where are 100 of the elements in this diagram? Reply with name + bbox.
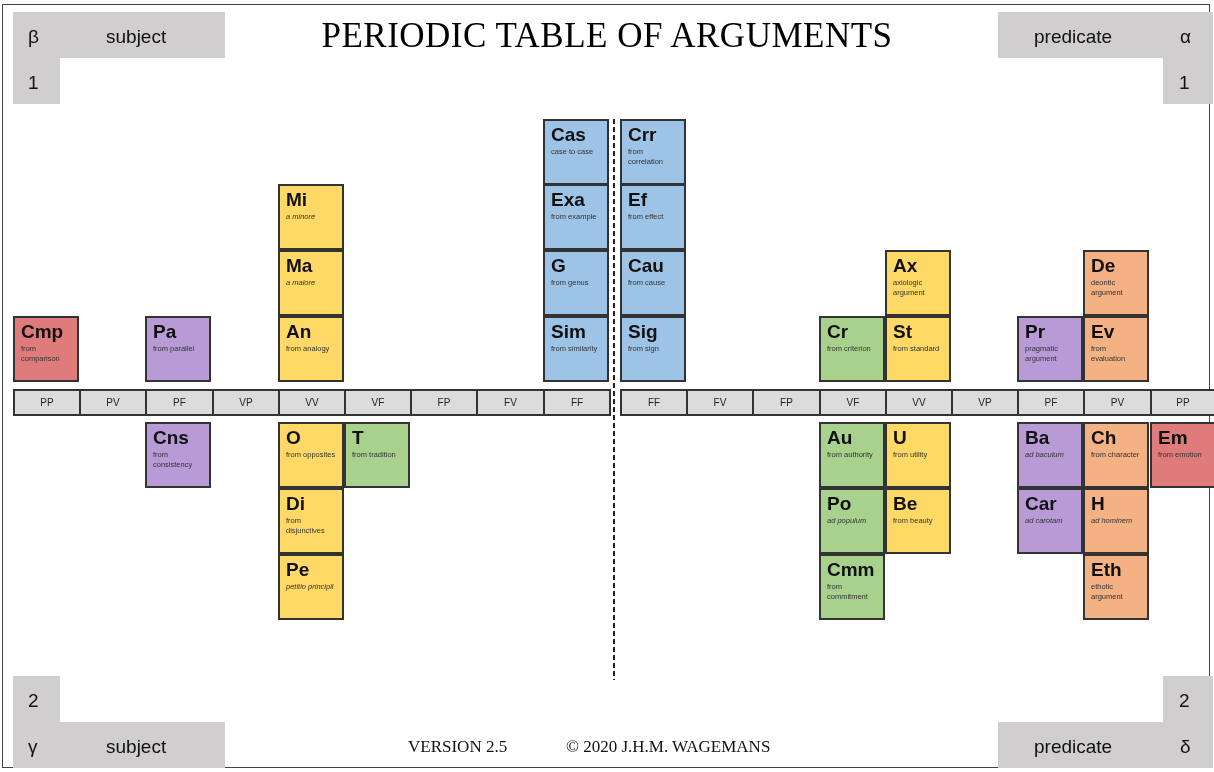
element-symbol: Cmm xyxy=(827,559,875,580)
element-tile xyxy=(885,250,951,316)
corner-label: subject xyxy=(106,27,167,46)
element-tile xyxy=(278,250,344,316)
element-symbol: Crr xyxy=(628,124,657,145)
copyright-text: © 2020 J.H.M. WAGEMANS xyxy=(566,738,771,755)
element-tile xyxy=(278,316,344,382)
quadrant-number: 1 xyxy=(1179,73,1190,92)
version-text: VERSION 2.5 xyxy=(408,738,508,755)
axis-cell: VP xyxy=(212,389,280,416)
element-symbol: Ev xyxy=(1091,321,1115,342)
element-symbol: Po xyxy=(827,493,852,514)
element-symbol: Ch xyxy=(1091,427,1117,448)
element-symbol: Em xyxy=(1158,427,1188,448)
axis-cell: PV xyxy=(79,389,147,416)
element-symbol: H xyxy=(1091,493,1105,514)
element-symbol: G xyxy=(551,255,566,276)
element-symbol: Car xyxy=(1025,493,1057,514)
element-tile xyxy=(620,119,686,185)
element-symbol: Sig xyxy=(628,321,658,342)
element-tile xyxy=(1017,488,1083,554)
element-symbol: Pa xyxy=(153,321,177,342)
axis-cell: FV xyxy=(686,389,754,416)
corner-letter: γ xyxy=(28,737,38,756)
axis-cell: PV xyxy=(1083,389,1152,416)
axis-cell: PP xyxy=(1150,389,1214,416)
element-tile xyxy=(1083,250,1149,316)
element-tile xyxy=(278,554,344,620)
element-symbol: St xyxy=(893,321,912,342)
corner-label: subject xyxy=(106,737,167,756)
axis-cell: FF xyxy=(543,389,611,416)
element-tile xyxy=(13,316,79,382)
element-symbol: Au xyxy=(827,427,853,448)
element-symbol: Cmp xyxy=(21,321,64,342)
element-tile xyxy=(819,554,885,620)
element-tile xyxy=(620,250,686,316)
element-tile xyxy=(344,422,410,488)
axis-cell: FV xyxy=(476,389,545,416)
element-symbol: Eth xyxy=(1091,559,1122,580)
element-tile xyxy=(819,316,885,382)
element-tile xyxy=(819,488,885,554)
element-symbol: Pr xyxy=(1025,321,1046,342)
element-tile xyxy=(543,316,609,382)
element-symbol: An xyxy=(286,321,312,342)
element-tile xyxy=(1017,316,1083,382)
axis-cell: PF xyxy=(1017,389,1085,416)
element-symbol: Cr xyxy=(827,321,849,342)
element-tile xyxy=(885,316,951,382)
corner-label: predicate xyxy=(1034,27,1113,46)
quadrant-number: 1 xyxy=(28,73,39,92)
element-symbol: U xyxy=(893,427,907,448)
element-symbol: De xyxy=(1091,255,1116,276)
corner-letter: δ xyxy=(1180,737,1191,756)
element-tile xyxy=(1083,488,1149,554)
element-symbol: Mi xyxy=(286,189,308,210)
element-tile xyxy=(145,422,211,488)
element-tile xyxy=(278,184,344,250)
axis-cell: VF xyxy=(819,389,887,416)
element-tile xyxy=(543,119,609,185)
corner-letter: β xyxy=(28,27,39,46)
element-tile xyxy=(885,422,951,488)
axis-cell: VP xyxy=(951,389,1019,416)
quadrant-number: 2 xyxy=(28,691,39,710)
element-symbol: Sim xyxy=(551,321,586,342)
element-tile xyxy=(543,250,609,316)
element-tile xyxy=(543,184,609,250)
element-symbol: Pe xyxy=(286,559,310,580)
element-symbol: Cns xyxy=(153,427,189,448)
element-symbol: Ax xyxy=(893,255,918,276)
element-tile xyxy=(1150,422,1214,488)
axis-cell: FP xyxy=(752,389,821,416)
element-tile xyxy=(278,488,344,554)
element-symbol: T xyxy=(352,427,364,448)
element-symbol: Di xyxy=(286,493,305,514)
axis-cell: VF xyxy=(344,389,412,416)
corner-letter: α xyxy=(1180,27,1191,46)
element-symbol: Cau xyxy=(628,255,664,276)
axis-cell: VV xyxy=(278,389,346,416)
element-tile xyxy=(620,316,686,382)
element-tile xyxy=(885,488,951,554)
element-tile xyxy=(1017,422,1083,488)
element-symbol: Ba xyxy=(1025,427,1050,448)
element-tile xyxy=(278,422,344,488)
axis-cell: VV xyxy=(885,389,953,416)
element-tile xyxy=(819,422,885,488)
axis-cell: FF xyxy=(620,389,688,416)
element-symbol: Cas xyxy=(551,124,586,145)
element-symbol: Exa xyxy=(551,189,585,210)
element-symbol: Be xyxy=(893,493,918,514)
element-symbol: Ef xyxy=(628,189,647,210)
element-tile xyxy=(1083,316,1149,382)
title: PERIODIC TABLE OF ARGUMENTS xyxy=(320,16,894,56)
axis-cell: PP xyxy=(13,389,81,416)
element-symbol: O xyxy=(286,427,301,448)
element-tile xyxy=(1083,422,1149,488)
axis-cell: FP xyxy=(410,389,478,416)
corner-label: predicate xyxy=(1034,737,1113,756)
quadrant-number: 2 xyxy=(1179,691,1190,710)
axis-cell: PF xyxy=(145,389,214,416)
element-tile xyxy=(620,184,686,250)
